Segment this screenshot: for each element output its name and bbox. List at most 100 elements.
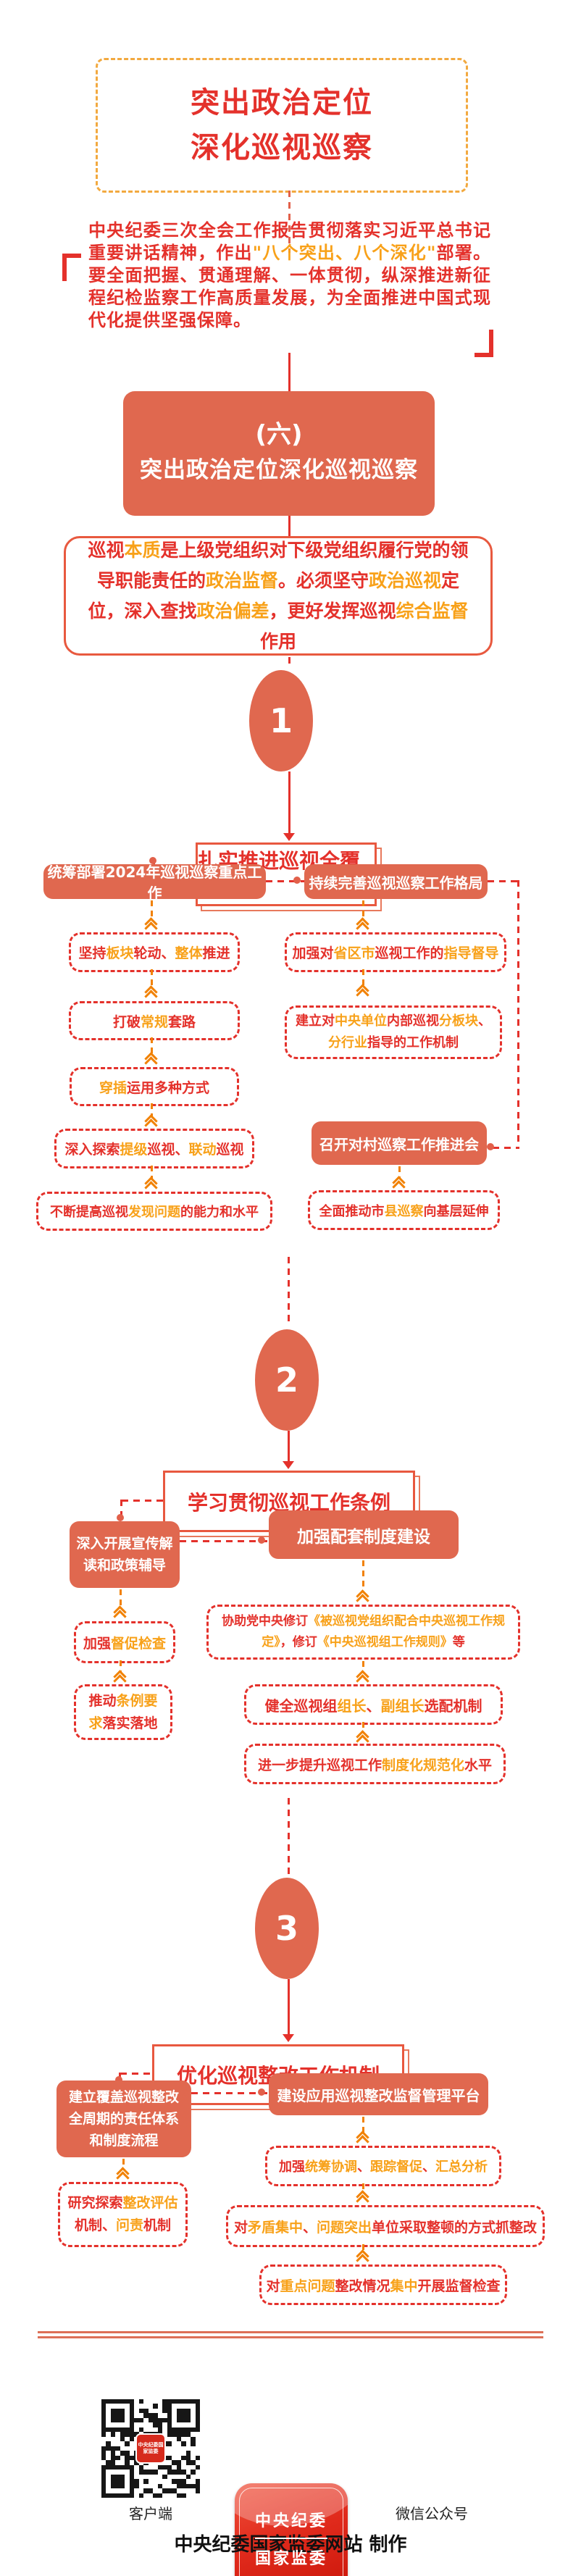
step2-right-header-label: 加强配套制度建设 [297,1527,430,1547]
step1-right-header: 持续完善巡视巡察工作格局 [304,864,488,899]
double-chevron-icon [144,917,158,935]
step3-cross-link [191,2092,269,2094]
connector-badge-down [288,516,290,536]
step1-meeting-label: 召开对村巡察工作推进会 [319,1135,479,1153]
step2-r-conn-3 [362,1722,364,1732]
summary-box: 巡视本质是上级党组织对下级党组织履行党的领导职能责任的政治监督。必须坚守政治巡视… [64,536,493,656]
step1-right-tail: 全面推动市县巡察向基层延伸 [308,1190,500,1230]
step1-r-conn-1 [362,900,364,918]
double-chevron-icon [144,1052,158,1070]
step2-link-dot [117,1514,124,1521]
connector-summary-down [288,657,290,669]
step3-left-header-label: 建立覆盖巡视整改全周期的责任体系和制度流程 [68,2089,179,2149]
title-line-1: 突出政治定位 [191,86,373,120]
step1-l-conn-3 [151,1037,153,1053]
badge-line-2: 国家监委 [254,2549,327,2568]
step2-number: 2 [275,1360,298,1400]
step2-cross-link [180,1540,269,1542]
intro-paragraph: 中央纪委三次全会工作报告贯彻落实习近平总书记重要讲话精神，作出"八个突出、八个深… [88,220,492,330]
step3-left-header: 建立覆盖巡视整改全周期的责任体系和制度流程 [57,2081,191,2157]
step2-arrow-head [283,1461,294,1469]
qr-logo-text: 中央纪委国家监委 [138,2442,164,2454]
step1-headers-link [266,880,304,882]
step2-cross-link-dot [258,1536,265,1544]
step2-right-header: 加强配套制度建设 [269,1510,459,1559]
section-badge: (六) 突出政治定位深化巡视巡察 [123,391,435,516]
step3-right-item-1: 加强统筹协调、跟踪督促、汇总分析 [265,2146,501,2186]
step2-right-item-2: 健全巡视组组长、副组长选配机制 [244,1684,503,1725]
footer-divider [38,2331,543,2338]
double-chevron-icon [144,1114,158,1132]
step1-left-item-2: 打破常规套路 [69,1001,240,1040]
qr-code-app: 中央纪委国家监委 [101,2399,200,2498]
step3-circle: 3 [255,1878,319,1979]
step2-arrow-line [288,1431,290,1461]
step1-left-item-4: 深入探索提级巡视、联动巡视 [54,1129,254,1168]
title-line-2: 深化巡视巡察 [191,131,373,164]
step1-right-header-label: 持续完善巡视巡察工作格局 [309,874,483,892]
step2-left-item-1: 加强督促检查 [74,1621,175,1663]
step1-r-conn-3 [398,1166,401,1178]
step2-right-item-1: 协助党中央修订《被巡视党组织配合中央巡视工作规定》，修订《中央巡视组工作规则》等 [206,1605,520,1660]
step1-right-item-2: 建立对中央单位内部巡视分板块、分行业指导的工作机制 [285,1005,502,1059]
step1-rail-top [488,880,519,882]
step3-arrow-line [288,1979,290,2034]
step2-link-h [122,1500,163,1502]
step3-r-conn-2 [362,2183,364,2192]
step1-left-item-5: 不断提高巡视发现问题的能力和水平 [36,1192,272,1231]
double-chevron-icon [144,985,158,1003]
step1-circle: 1 [249,670,313,771]
step1-arrow-head [283,833,295,841]
double-chevron-icon [113,1670,127,1688]
connector-title-down [288,191,290,253]
double-chevron-icon [356,2130,369,2149]
step3-right-header-label: 建设应用巡视整改监督管理平台 [277,2086,480,2104]
double-chevron-icon [356,917,369,935]
step3-r-conn-3 [362,2244,364,2251]
step1-l-conn-1 [151,900,153,918]
badge-divider [255,2538,327,2539]
connector-step2 [288,1257,290,1326]
step1-rail-bottom [493,1147,519,1149]
double-chevron-icon [392,1176,406,1194]
step3-left-item-1: 研究探索整改评估机制、问责机制 [58,2182,188,2247]
site-app-badge: 中央纪委 国家监委 网站 [235,2483,348,2576]
step3-right-header: 建设应用巡视整改监督管理平台 [269,2073,488,2115]
step1-arrow-line [288,771,290,833]
step3-r-conn-1 [362,2117,364,2133]
step1-rail-dot [487,1143,494,1150]
double-chevron-icon [113,1605,127,1623]
step1-left-item-1: 坚持板块轮动、整体推进 [69,932,240,972]
double-chevron-icon [356,1670,369,1688]
double-chevron-icon [356,1730,369,1748]
title-box: 突出政治定位 深化巡视巡察 [96,58,468,193]
double-chevron-icon [116,2167,130,2185]
step3-l-conn-1 [122,2159,125,2169]
step3-number: 3 [275,1909,298,1948]
step2-r-conn-2 [362,1661,364,1671]
step2-l-conn-1 [120,1589,122,1607]
step2-circle: 2 [255,1329,319,1431]
step3-cross-link-dot [258,2088,265,2096]
double-chevron-icon [356,984,369,1002]
step2-link-v [120,1500,122,1515]
qr-label-app: 客户端 [129,2505,172,2522]
step1-right-item-1: 加强对省区市巡视工作的指导督导 [285,932,506,972]
step2-l-conn-2 [120,1660,122,1672]
step2-left-header: 深入开展宣传解读和政策辅导 [70,1521,180,1588]
step1-l-conn-5 [151,1166,153,1179]
step1-left-header: 统筹部署2024年巡视巡察重点工作 [43,863,266,902]
step3-link-v [119,2073,121,2078]
qr-label-wechat: 微信公众号 [396,2505,468,2522]
step2-r-conn-1 [362,1560,364,1591]
step1-r-conn-2 [362,969,364,985]
step1-left-item-3: 穿插运用多种方式 [70,1067,239,1106]
connector-to-badge [288,353,290,391]
step2-right-item-3: 进一步提升巡视工作制度化规范化水平 [244,1744,506,1784]
connector-step3 [288,1798,290,1875]
step1-l-conn-2 [151,969,153,985]
section-name: 突出政治定位深化巡视巡察 [140,457,418,483]
double-chevron-icon [356,2249,369,2267]
double-chevron-icon [356,2190,369,2208]
